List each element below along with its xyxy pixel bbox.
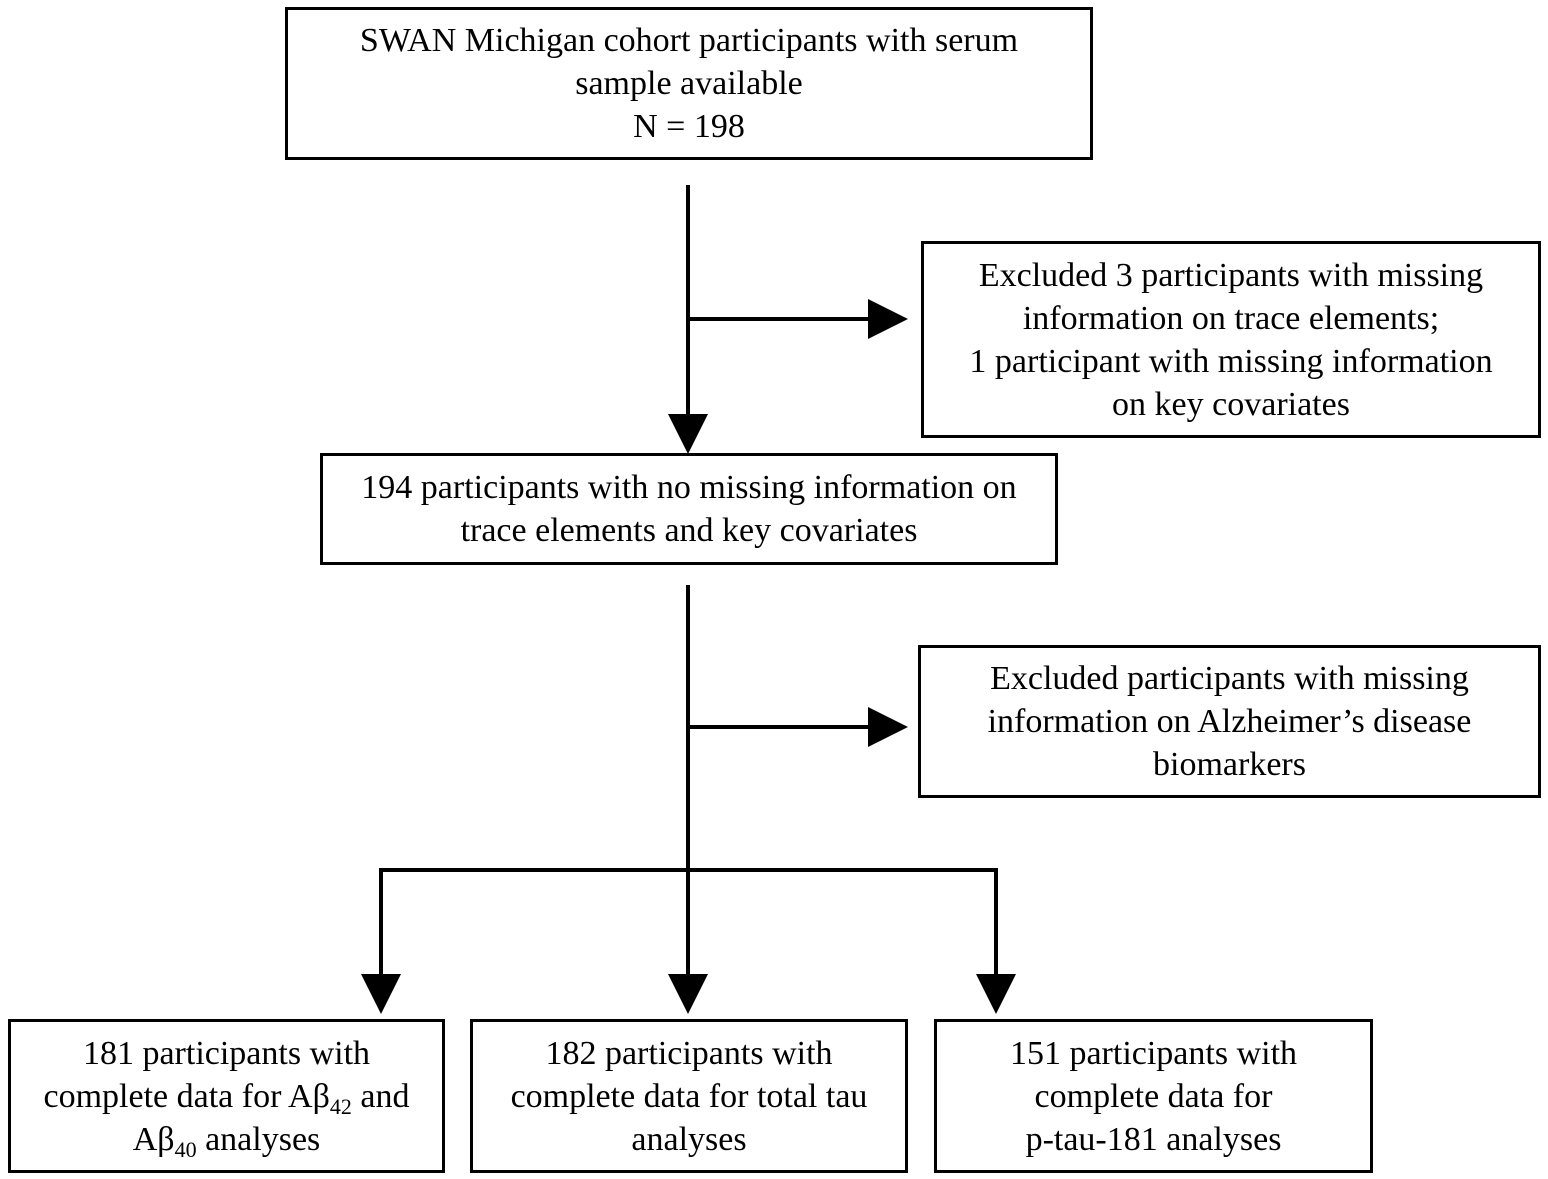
- exclusion2-line-3: biomarkers: [1153, 746, 1306, 783]
- exclusion1-line-4: on key covariates: [1112, 385, 1350, 423]
- outcome-tau-line-2: complete data for total tau: [510, 1077, 868, 1115]
- exclusion2-box: Excluded participants with missing infor…: [918, 645, 1541, 798]
- outcome-tau-line-1: 182 participants with: [545, 1034, 833, 1072]
- start-box-line-3: N = 198: [633, 108, 745, 145]
- abeta40-subscript: 40: [174, 1136, 197, 1162]
- outcome-tau-box: 182 participants with complete data for …: [470, 1019, 908, 1173]
- middle-box-line-2: trace elements and key covariates: [460, 512, 918, 549]
- middle-box: 194 participants with no missing informa…: [320, 453, 1058, 565]
- outcome-ptau-line-3: p-tau-181 analyses: [1025, 1120, 1282, 1158]
- abeta42-label: complete data for Aβ: [43, 1077, 330, 1115]
- outcome-abeta-line-2: complete data for Aβ42 and: [44, 1075, 410, 1118]
- start-box-line-1: SWAN Michigan cohort participants with s…: [359, 22, 1019, 59]
- outcome-abeta-line-1: 181 participants with: [82, 1034, 371, 1072]
- abeta40-label: Aβ: [132, 1120, 175, 1158]
- exclusion1-box: Excluded 3 participants with missing inf…: [921, 241, 1541, 438]
- middle-box-line-1: 194 participants with no missing informa…: [361, 469, 1017, 506]
- start-box: SWAN Michigan cohort participants with s…: [285, 7, 1093, 160]
- start-box-line-2: sample available: [575, 65, 803, 102]
- outcome-tau-line-3: analyses: [631, 1120, 747, 1158]
- exclusion1-line-3: 1 participant with missing information: [969, 342, 1493, 380]
- abeta42-subscript: 42: [329, 1093, 352, 1119]
- outcome-ptau-line-2: complete data for: [1034, 1077, 1273, 1115]
- abeta42-suffix: and: [351, 1077, 410, 1115]
- outcome-ptau-box: 151 participants with complete data for …: [934, 1019, 1373, 1173]
- outcome-abeta-box: 181 participants with complete data for …: [8, 1019, 445, 1173]
- exclusion1-line-2: information on trace elements;: [1022, 299, 1440, 337]
- outcome-ptau-line-1: 151 participants with: [1009, 1034, 1298, 1072]
- outcome-abeta-line-3: Aβ40 analyses: [133, 1118, 321, 1161]
- exclusion2-line-2: information on Alzheimer’s disease: [987, 703, 1472, 740]
- abeta40-suffix: analyses: [196, 1120, 321, 1158]
- exclusion1-line-1: Excluded 3 participants with missing: [978, 256, 1484, 294]
- exclusion2-line-1: Excluded participants with missing: [990, 660, 1469, 697]
